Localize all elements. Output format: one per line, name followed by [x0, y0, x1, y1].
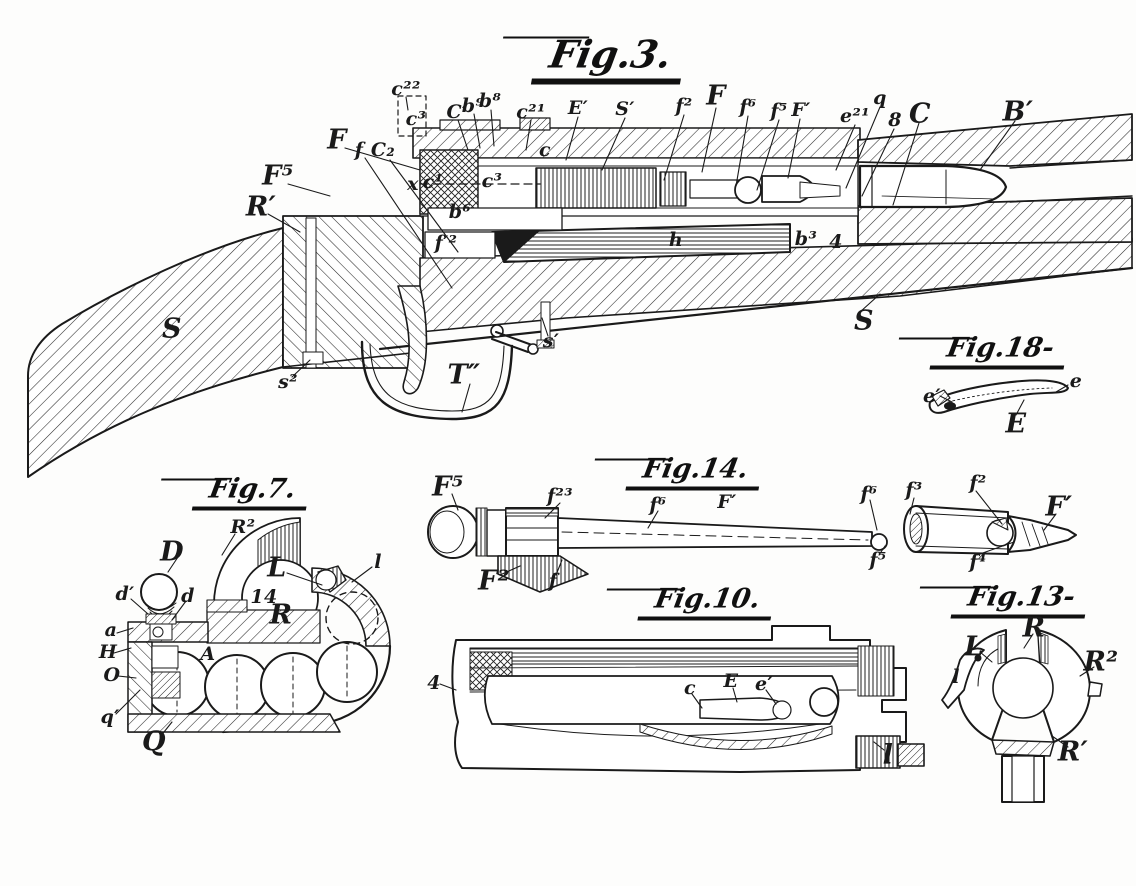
trigger [397, 285, 428, 395]
fig7-artwork [113, 517, 392, 738]
striker-knob [734, 176, 762, 204]
latch-lever [941, 647, 985, 709]
cartridge [858, 164, 1008, 209]
fig13-leaders [979, 633, 1095, 748]
fig3-leaders [267, 96, 1016, 413]
sight-wedge [497, 555, 589, 593]
pin-tip [1007, 515, 1077, 553]
fig14-leaders [451, 490, 1057, 576]
fig10-leaders [439, 683, 885, 751]
mainspring [535, 167, 657, 209]
dashed-box-c22 [397, 95, 427, 137]
fork-hole [992, 657, 1054, 719]
rod [557, 517, 873, 549]
fig18-artwork [928, 379, 1069, 416]
fig3-artwork [27, 95, 1134, 478]
fig14-artwork [427, 490, 1077, 593]
fig13-artwork [941, 629, 1103, 803]
fig10-artwork [439, 625, 925, 773]
rear-tab [855, 735, 901, 769]
fig7-leaders [113, 533, 373, 738]
barrel-top [857, 113, 1133, 167]
cartridge-section [316, 641, 378, 703]
frame-wedge [206, 609, 321, 644]
rod-knob [427, 505, 479, 559]
stock [27, 227, 284, 478]
extractor [928, 379, 1069, 414]
trigger-guard [360, 340, 514, 421]
bottom-plate [127, 713, 341, 733]
